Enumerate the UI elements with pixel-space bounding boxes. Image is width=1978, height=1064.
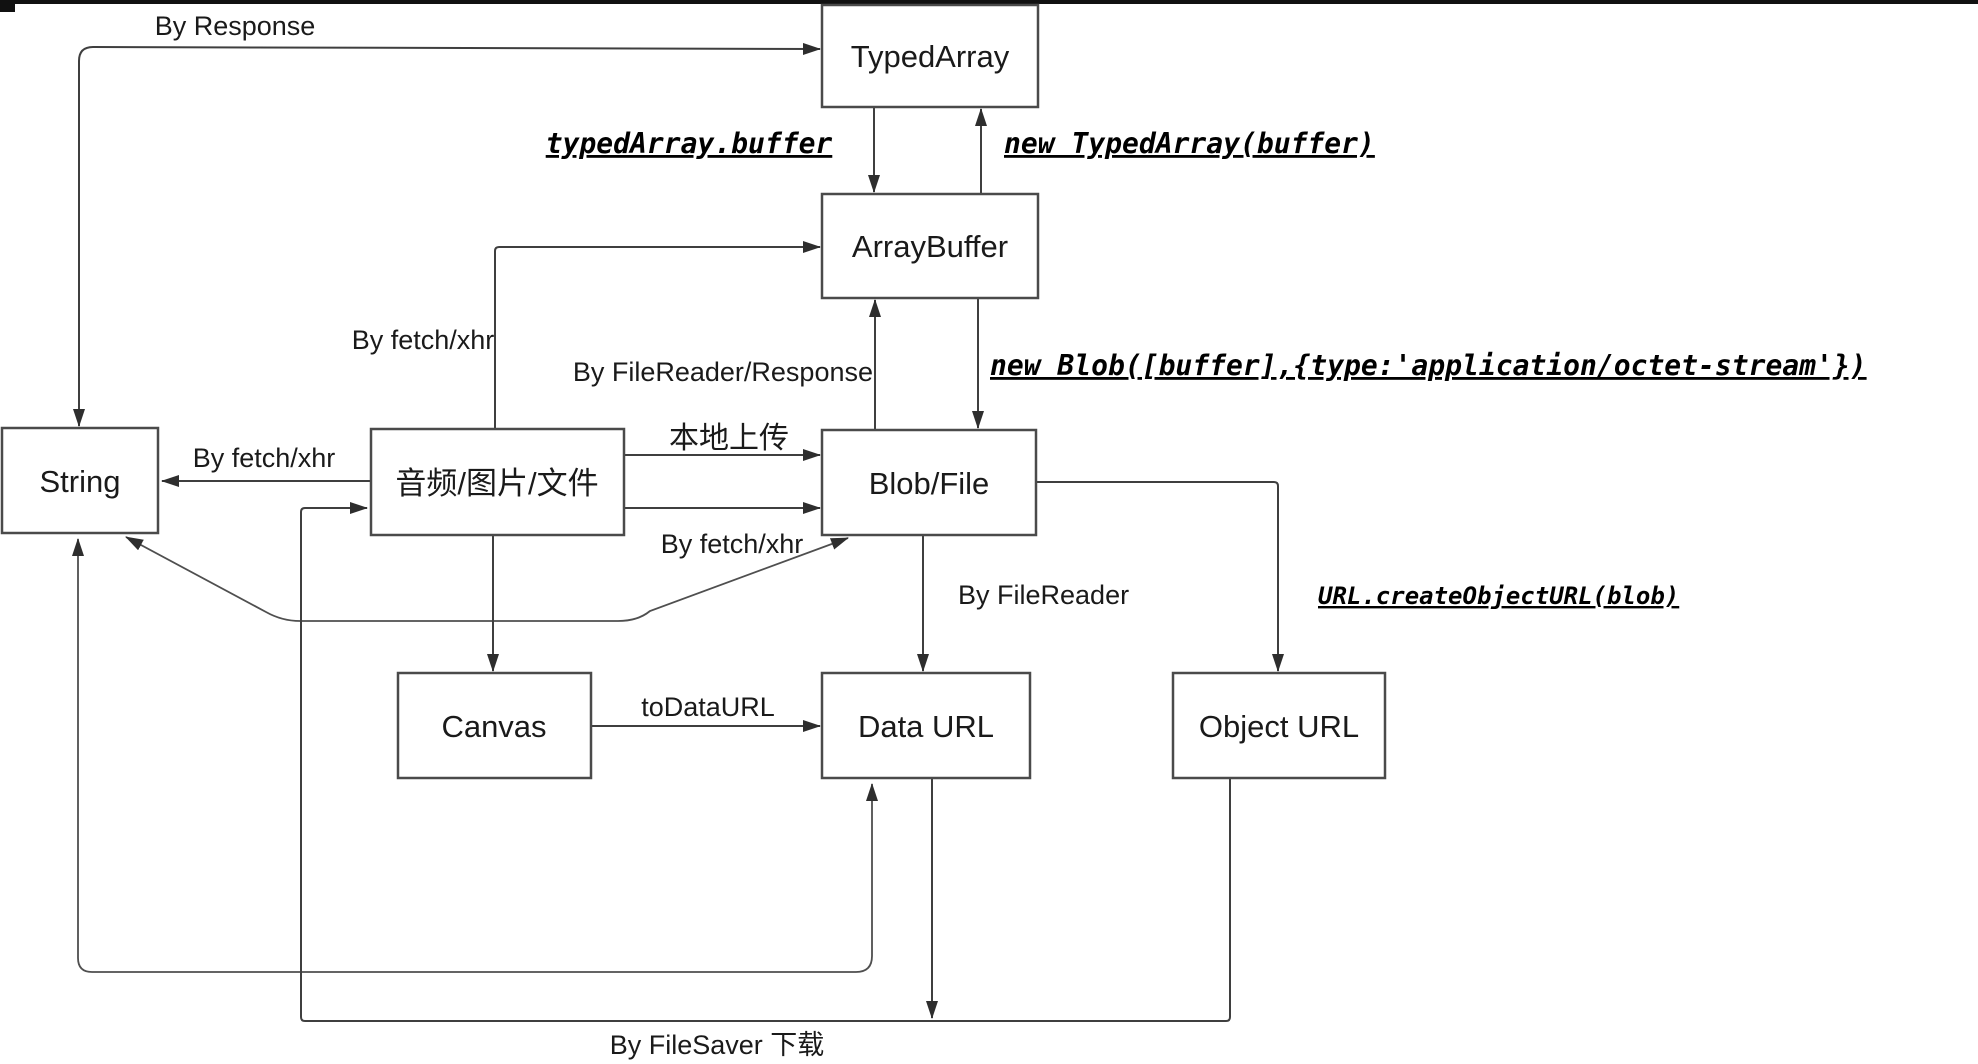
node-canvas-label: Canvas [441, 709, 546, 744]
edge-media-arraybuffer [494, 241, 821, 429]
node-media: 音频/图片/文件 [369, 427, 626, 537]
label-todataurl: toDataURL [641, 692, 775, 722]
edge-blobfile-objecturl [1036, 481, 1284, 672]
label-by-filesaver: By FileSaver 下载 [610, 1030, 825, 1060]
node-arraybuffer: ArrayBuffer [820, 192, 1040, 300]
node-string: String [0, 426, 160, 535]
nodes: TypedArray ArrayBuffer String 音频/图片/文件 B… [0, 3, 1387, 780]
node-canvas: Canvas [396, 671, 593, 780]
node-dataurl: Data URL [820, 671, 1032, 780]
label-by-response: By Response [155, 11, 316, 41]
node-objecturl: Object URL [1171, 671, 1387, 780]
node-arraybuffer-box [820, 192, 1040, 300]
node-media-box [369, 427, 626, 537]
label-by-fetch-xhr-bottom: By fetch/xhr [661, 529, 804, 559]
edge-string-dataurl-loop [72, 538, 878, 973]
top-border-bar [0, 0, 1978, 4]
label-by-filereader-response: By FileReader/Response [573, 357, 873, 387]
edges [72, 42, 1284, 1022]
node-string-label: String [40, 464, 121, 499]
node-blobfile: Blob/File [820, 428, 1038, 537]
node-arraybuffer-label: ArrayBuffer [852, 229, 1008, 264]
node-media-label: 音频/图片/文件 [395, 466, 598, 501]
node-objecturl-box [1171, 671, 1387, 780]
node-typedarray-box [820, 3, 1040, 109]
label-local-upload: 本地上传 [669, 422, 789, 455]
node-objecturl-label: Object URL [1199, 709, 1359, 744]
node-blobfile-box [820, 428, 1038, 537]
label-new-blob: new Blob([buffer],{type:'application/oct… [990, 349, 1867, 382]
node-dataurl-box [820, 671, 1032, 780]
edge-objecturl-media-filesaver [300, 502, 1231, 1022]
label-by-fetch-xhr-left: By fetch/xhr [193, 443, 336, 473]
label-by-filereader: By FileReader [958, 580, 1129, 610]
top-left-notch [0, 0, 15, 12]
label-by-fetch-xhr-top: By fetch/xhr [352, 325, 495, 355]
node-blobfile-label: Blob/File [869, 466, 990, 501]
label-typedarray-buffer: typedArray.buffer [546, 127, 833, 160]
edge-labels: By Response typedArray.buffer new TypedA… [155, 11, 1867, 1060]
node-typedarray: TypedArray [820, 3, 1040, 109]
node-string-box [0, 426, 160, 535]
edge-string-typedarray-by-response [73, 42, 821, 427]
label-new-typedarray: new TypedArray(buffer) [1004, 127, 1375, 160]
node-dataurl-label: Data URL [858, 709, 994, 744]
label-url-createobjecturl: URL.createObjectURL(blob) [1318, 582, 1679, 610]
node-typedarray-label: TypedArray [851, 39, 1010, 74]
node-canvas-box [396, 671, 593, 780]
